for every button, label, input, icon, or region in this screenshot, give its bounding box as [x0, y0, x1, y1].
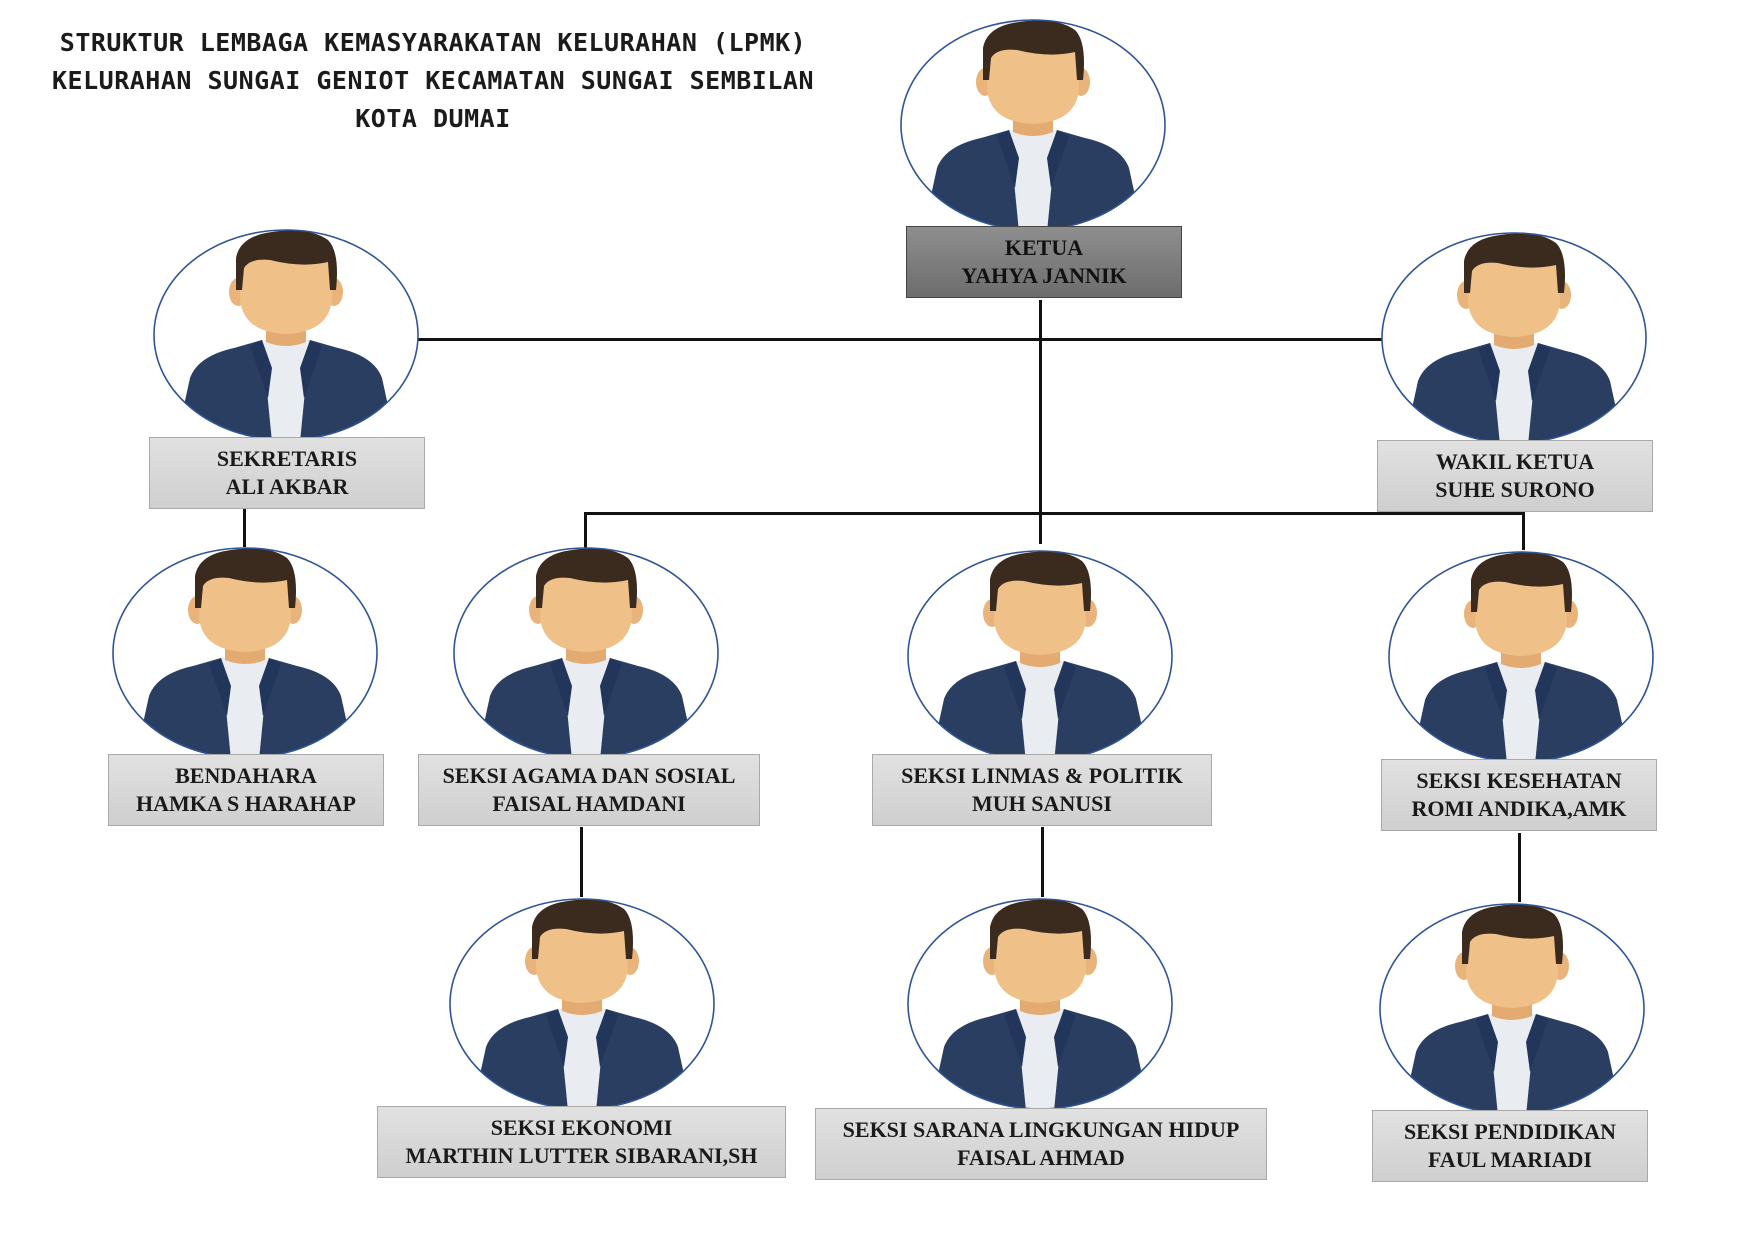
position-box-bendahara: BENDAHARA HAMKA S HARAHAP	[108, 754, 384, 826]
name-seksi-sarana: FAISAL AHMAD	[957, 1145, 1125, 1170]
name-seksi-agama: FAISAL HAMDANI	[492, 791, 686, 816]
position-box-seksi-linmas: SEKSI LINMAS & POLITIK MUH SANUSI	[872, 754, 1212, 826]
person-avatar-icon	[452, 546, 720, 760]
role-seksi-agama: SEKSI AGAMA DAN SOSIAL	[442, 763, 736, 788]
name-bendahara: HAMKA S HARAHAP	[136, 791, 356, 816]
person-avatar-icon	[1387, 550, 1655, 764]
position-box-wakil-ketua: WAKIL KETUA SUHE SURONO	[1377, 440, 1653, 512]
chart-title-line-1: STRUKTUR LEMBAGA KEMASYARAKATAN KELURAHA…	[59, 28, 807, 57]
connector-linmas-sarana	[1041, 827, 1044, 897]
position-box-seksi-kesehatan: SEKSI KESEHATAN ROMI ANDIKA,AMK	[1381, 759, 1657, 831]
connector-to-agama	[584, 512, 587, 548]
person-avatar-icon	[899, 18, 1167, 232]
avatar-ketua	[899, 18, 1167, 232]
connector-ketua-down	[1039, 300, 1042, 544]
person-avatar-icon	[1378, 902, 1646, 1116]
role-seksi-sarana: SEKSI SARANA LINGKUNGAN HIDUP	[842, 1117, 1240, 1142]
connector-sekretaris-wakil	[418, 338, 1382, 341]
avatar-sekretaris	[152, 228, 420, 442]
avatar-seksi-sarana	[906, 897, 1174, 1111]
position-box-seksi-ekonomi: SEKSI EKONOMI MARTHIN LUTTER SIBARANI,SH	[377, 1106, 786, 1178]
person-avatar-icon	[1380, 231, 1648, 445]
avatar-seksi-kesehatan	[1387, 550, 1655, 764]
connector-sekretaris-bendahara	[243, 509, 246, 547]
person-avatar-icon	[906, 549, 1174, 763]
chart-title: STRUKTUR LEMBAGA KEMASYARAKATAN KELURAHA…	[18, 24, 848, 138]
position-box-sekretaris: SEKRETARIS ALI AKBAR	[149, 437, 425, 509]
chart-title-line-2: KELURAHAN SUNGAI GENIOT KECAMATAN SUNGAI…	[51, 66, 814, 95]
avatar-seksi-agama	[452, 546, 720, 760]
person-avatar-icon	[906, 897, 1174, 1111]
chart-title-line-3: KOTA DUMAI	[355, 104, 511, 133]
person-avatar-icon	[111, 546, 379, 760]
role-sekretaris: SEKRETARIS	[216, 446, 358, 471]
role-seksi-ekonomi: SEKSI EKONOMI	[490, 1115, 673, 1140]
name-seksi-linmas: MUH SANUSI	[972, 791, 1112, 816]
name-ketua: YAHYA JANNIK	[961, 263, 1127, 288]
connector-seksi-bar	[584, 512, 1525, 515]
name-wakil-ketua: SUHE SURONO	[1435, 477, 1595, 502]
position-box-ketua: KETUA YAHYA JANNIK	[906, 226, 1182, 298]
avatar-wakil-ketua	[1380, 231, 1648, 445]
position-box-seksi-sarana: SEKSI SARANA LINGKUNGAN HIDUP FAISAL AHM…	[815, 1108, 1267, 1180]
name-sekretaris: ALI AKBAR	[225, 474, 349, 499]
person-avatar-icon	[448, 897, 716, 1111]
role-ketua: KETUA	[1004, 235, 1084, 260]
connector-kesehatan-pendidikan	[1518, 833, 1521, 902]
person-avatar-icon	[152, 228, 420, 442]
role-bendahara: BENDAHARA	[175, 763, 317, 788]
connector-to-kesehatan	[1522, 512, 1525, 550]
name-seksi-ekonomi: MARTHIN LUTTER SIBARANI,SH	[405, 1143, 758, 1168]
name-seksi-kesehatan: ROMI ANDIKA,AMK	[1411, 796, 1627, 821]
position-box-seksi-pendidikan: SEKSI PENDIDIKAN FAUL MARIADI	[1372, 1110, 1648, 1182]
avatar-seksi-linmas	[906, 549, 1174, 763]
role-seksi-linmas: SEKSI LINMAS & POLITIK	[901, 763, 1183, 788]
avatar-bendahara	[111, 546, 379, 760]
role-seksi-pendidikan: SEKSI PENDIDIKAN	[1403, 1119, 1617, 1144]
connector-agama-ekonomi	[580, 827, 583, 897]
position-box-seksi-agama: SEKSI AGAMA DAN SOSIAL FAISAL HAMDANI	[418, 754, 760, 826]
role-seksi-kesehatan: SEKSI KESEHATAN	[1416, 768, 1622, 793]
avatar-seksi-pendidikan	[1378, 902, 1646, 1116]
avatar-seksi-ekonomi	[448, 897, 716, 1111]
role-wakil-ketua: WAKIL KETUA	[1435, 449, 1595, 474]
name-seksi-pendidikan: FAUL MARIADI	[1428, 1147, 1592, 1172]
